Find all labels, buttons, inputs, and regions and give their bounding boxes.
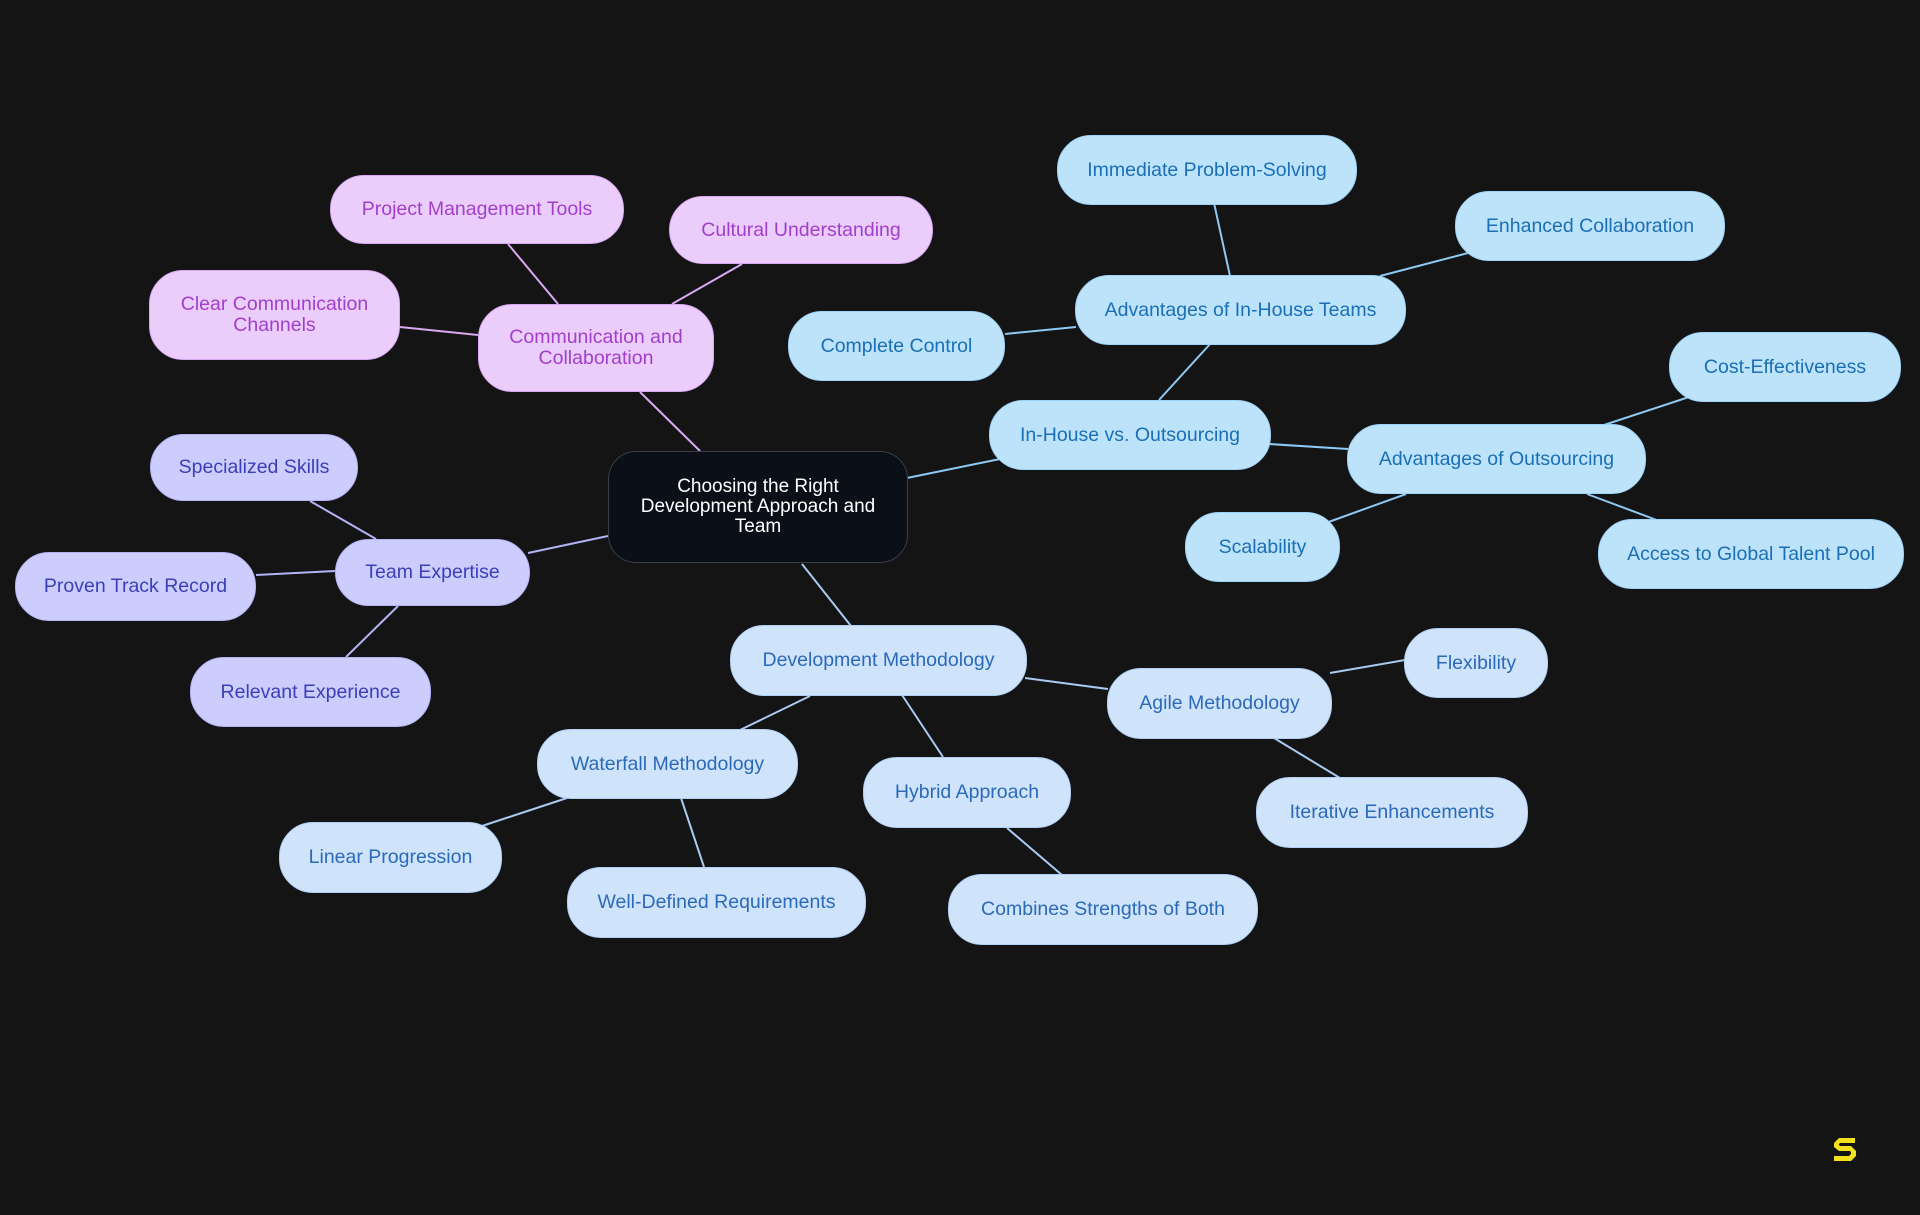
enhanced-collaboration-node[interactable]: Enhanced Collaboration	[1455, 191, 1725, 261]
complete-control-label: Complete Control	[820, 334, 973, 357]
connector	[680, 797, 705, 868]
cultural-understanding-node[interactable]: Cultural Understanding	[669, 196, 933, 264]
advantages-outsourcing-node[interactable]: Advantages of Outsourcing	[1347, 424, 1646, 494]
advantages-inhouse-label: Advantages of In-House Teams	[1104, 298, 1377, 321]
connector	[1379, 252, 1469, 277]
project-management-tools-node[interactable]: Project Management Tools	[330, 175, 624, 244]
proven-track-record-node[interactable]: Proven Track Record	[15, 552, 256, 621]
connector	[1329, 659, 1406, 674]
iterative-enhancements-label: Iterative Enhancements	[1289, 801, 1495, 823]
relevant-experience-node[interactable]: Relevant Experience	[190, 657, 431, 727]
specialized-skills-label: Specialized Skills	[178, 456, 330, 478]
hybrid-approach-node[interactable]: Hybrid Approach	[863, 757, 1071, 828]
complete-control-node[interactable]: Complete Control	[788, 311, 1005, 381]
cost-effectiveness-node[interactable]: Cost-Effectiveness	[1669, 332, 1901, 402]
well-defined-requirements-label: Well-Defined Requirements	[597, 891, 836, 913]
flexibility-label: Flexibility	[1435, 651, 1517, 674]
scalability-label: Scalability	[1218, 535, 1307, 558]
cultural-understanding-label: Cultural Understanding	[701, 218, 901, 241]
connector	[639, 391, 701, 452]
inhouse-vs-outsourcing-node[interactable]: In-House vs. Outsourcing	[989, 400, 1271, 470]
agile-methodology-node[interactable]: Agile Methodology	[1107, 668, 1332, 739]
connector	[527, 535, 609, 554]
brand-s-logo-icon	[1834, 1138, 1856, 1161]
proven-track-record-label: Proven Track Record	[43, 575, 228, 597]
linear-progression-label: Linear Progression	[308, 846, 473, 868]
connector	[1268, 443, 1349, 450]
advantages-inhouse-node[interactable]: Advantages of In-House Teams	[1075, 275, 1406, 345]
relevant-experience-label: Relevant Experience	[220, 680, 401, 703]
root-node[interactable]: Choosing the Right Development Approach …	[608, 451, 908, 563]
cost-effectiveness-label: Cost-Effectiveness	[1703, 355, 1867, 378]
connector	[1586, 493, 1663, 523]
clear-communication-channels-node[interactable]: Clear Communication Channels	[149, 270, 400, 360]
connector	[801, 563, 852, 627]
connector	[507, 243, 559, 305]
immediate-problem-solving-label: Immediate Problem-Solving	[1087, 158, 1327, 181]
combines-strengths-label: Combines Strengths of Both	[981, 898, 1225, 920]
team-expertise-label: Team Expertise	[365, 561, 500, 583]
team-expertise-node[interactable]: Team Expertise	[335, 539, 530, 606]
well-defined-requirements-node[interactable]: Well-Defined Requirements	[567, 867, 866, 938]
connector	[1024, 677, 1109, 690]
connector	[1213, 202, 1231, 277]
scalability-node[interactable]: Scalability	[1185, 512, 1340, 582]
connector	[1322, 493, 1407, 525]
connector	[1603, 396, 1690, 426]
combines-strengths-node[interactable]: Combines Strengths of Both	[948, 874, 1258, 945]
communication-node-label: Communication and Collaboration	[509, 326, 683, 369]
comm-connectors	[399, 243, 743, 452]
connector	[901, 694, 944, 758]
connector	[309, 500, 377, 540]
root-node-label: Choosing the Right Development Approach …	[640, 476, 876, 537]
inhouse-connectors	[906, 202, 1690, 525]
immediate-problem-solving-node[interactable]: Immediate Problem-Solving	[1057, 135, 1357, 205]
advantages-outsourcing-label: Advantages of Outsourcing	[1378, 447, 1615, 470]
global-talent-pool-node[interactable]: Access to Global Talent Pool	[1598, 519, 1904, 589]
enhanced-collaboration-label: Enhanced Collaboration	[1485, 214, 1695, 237]
connector	[739, 695, 811, 731]
connector	[906, 458, 1001, 479]
inhouse-vs-outsourcing-label: In-House vs. Outsourcing	[1019, 423, 1240, 446]
waterfall-methodology-label: Waterfall Methodology	[570, 752, 765, 775]
team-connectors	[255, 500, 609, 658]
development-methodology-label: Development Methodology	[762, 649, 995, 671]
flexibility-node[interactable]: Flexibility	[1404, 628, 1548, 698]
global-talent-pool-label: Access to Global Talent Pool	[1627, 542, 1875, 565]
linear-progression-node[interactable]: Linear Progression	[279, 822, 502, 893]
waterfall-methodology-node[interactable]: Waterfall Methodology	[537, 729, 798, 799]
agile-methodology-label: Agile Methodology	[1139, 692, 1300, 714]
development-methodology-node[interactable]: Development Methodology	[730, 625, 1027, 696]
clear-communication-channels-label: Clear Communication Channels	[180, 293, 369, 336]
connector	[255, 570, 336, 576]
communication-node[interactable]: Communication and Collaboration	[478, 304, 714, 392]
iterative-enhancements-node[interactable]: Iterative Enhancements	[1256, 777, 1528, 848]
connector	[345, 605, 399, 658]
connector	[1158, 342, 1212, 401]
connector	[671, 263, 743, 305]
specialized-skills-node[interactable]: Specialized Skills	[150, 434, 358, 501]
project-management-tools-label: Project Management Tools	[361, 198, 593, 220]
connector	[1004, 326, 1077, 335]
connector	[1006, 827, 1063, 876]
connector	[1273, 737, 1341, 779]
hybrid-approach-label: Hybrid Approach	[894, 781, 1040, 803]
connector	[481, 797, 568, 827]
methodology-connectors	[481, 563, 1406, 876]
connector	[399, 326, 479, 336]
